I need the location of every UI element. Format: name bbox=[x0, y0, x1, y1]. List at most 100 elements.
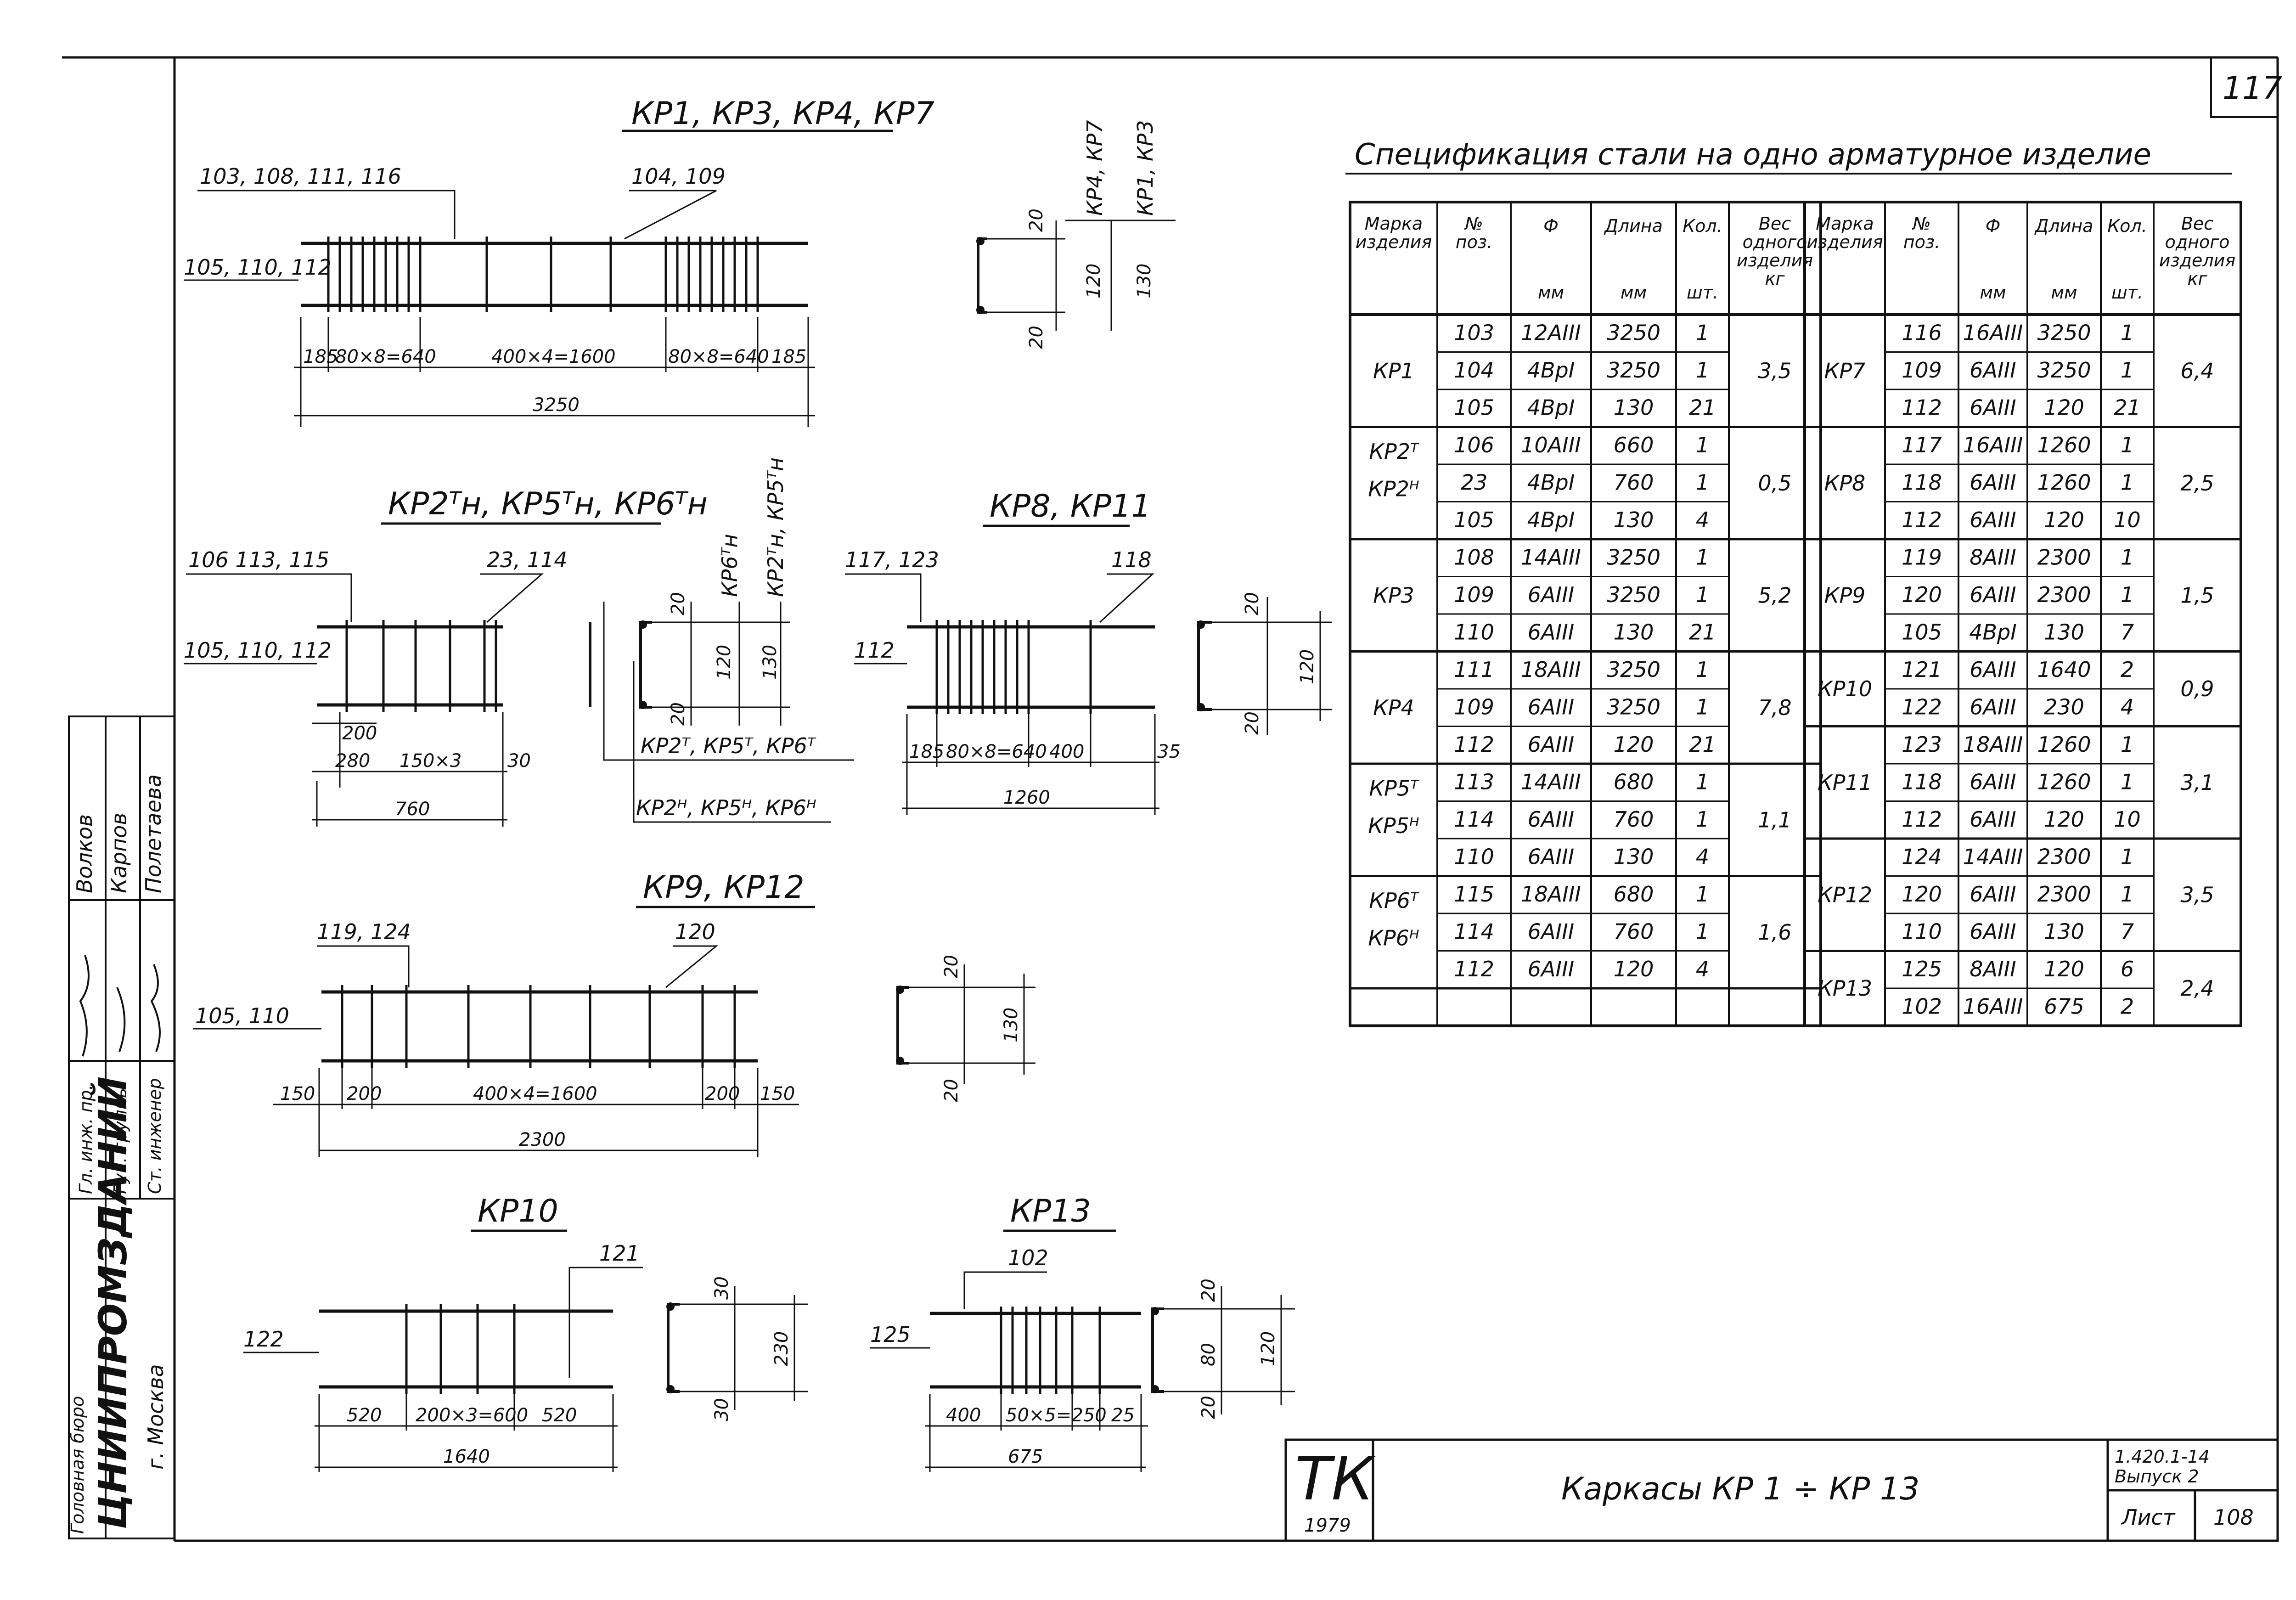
table-cell: 118 bbox=[1902, 769, 1942, 794]
table-cell: 120 bbox=[1902, 882, 1942, 907]
kr13-dim-2: 50×5=250 bbox=[1006, 1405, 1107, 1426]
drawing-kr8: КР8, КР11 117, 123 118 112 185 bbox=[845, 488, 1332, 815]
table-weight: 7,8 bbox=[1758, 695, 1791, 720]
kr13-dim-1: 400 bbox=[946, 1405, 981, 1426]
table-cell: 118 bbox=[1902, 470, 1942, 495]
table-cell: 114 bbox=[1454, 919, 1494, 944]
kr2-title: КР2ᵀн, КР5ᵀн, КР6ᵀн bbox=[388, 486, 708, 522]
kr1-total: 3250 bbox=[533, 394, 580, 416]
header-qty: Кол. bbox=[1683, 216, 1722, 236]
table-cell: 16АIII bbox=[1963, 433, 2023, 457]
table-cell: 18АIII bbox=[1521, 882, 1581, 907]
table-cell: 1 bbox=[1696, 433, 1709, 457]
kr1-sec-dim-1: 20 bbox=[1026, 208, 1047, 232]
table-cell: 16АIII bbox=[1963, 994, 2023, 1019]
table-cell: 1 bbox=[1696, 882, 1709, 907]
kr13-label-top-right: 102 bbox=[1008, 1245, 1048, 1270]
kr8-label-top-left: 117, 123 bbox=[845, 547, 939, 572]
table-cell: 115 bbox=[1454, 882, 1494, 907]
table-weight: 5,2 bbox=[1758, 583, 1791, 608]
table-mark: КР5ᴴ bbox=[1368, 813, 1419, 838]
kr9-sec-dim-2: 130 bbox=[1001, 1008, 1022, 1042]
kr2-dim-3: 150×3 bbox=[400, 750, 461, 772]
table-cell: 123 bbox=[1902, 732, 1942, 757]
kr10-label-top-right: 121 bbox=[599, 1241, 640, 1266]
table-cell: 112 bbox=[1902, 807, 1942, 832]
table-cell: 102 bbox=[1902, 994, 1942, 1019]
table-cell: 1 bbox=[1696, 769, 1709, 794]
table-cell: 130 bbox=[2044, 620, 2084, 644]
stamp-name-3: Полетаева bbox=[141, 774, 166, 893]
table-cell: 114 bbox=[1454, 807, 1494, 832]
kr1-title: КР1, КР3, КР4, КР7 bbox=[631, 96, 934, 132]
stamp-role-3: Ст. инженер bbox=[145, 1078, 165, 1194]
kr13-dim-3: 25 bbox=[1111, 1405, 1135, 1426]
table-mark: КР3 bbox=[1373, 583, 1414, 608]
table-mark: КР8 bbox=[1824, 471, 1866, 496]
table-cell: 113 bbox=[1454, 769, 1494, 794]
table-cell: 10АIII bbox=[1521, 433, 1581, 457]
kr2-label-left: 105, 110, 112 bbox=[184, 638, 332, 663]
table-cell: 1260 bbox=[2037, 470, 2091, 495]
table-weight: 6,4 bbox=[2180, 358, 2214, 383]
table-cell: 1 bbox=[1696, 807, 1709, 832]
table-cell: 4ВрI bbox=[1527, 358, 1575, 383]
header-dia: Ф bbox=[1543, 216, 1559, 236]
kr1-dim-5: 185 bbox=[771, 346, 806, 367]
table-mark: КР2ᴴ bbox=[1368, 476, 1419, 501]
table-cell: 6АIII bbox=[1528, 582, 1574, 607]
kr2-total: 760 bbox=[395, 799, 430, 820]
header-len-unit: мм bbox=[1621, 282, 1647, 303]
table-mark: КР13 bbox=[1818, 976, 1872, 1001]
kr2-sec-label-a: КР6ᵀн bbox=[717, 534, 742, 597]
table-cell: 230 bbox=[2044, 694, 2084, 719]
spec-title: Спецификация стали на одно арматурное из… bbox=[1355, 138, 2151, 172]
table-cell: 112 bbox=[1902, 507, 1942, 532]
table-cell: 124 bbox=[1902, 844, 1942, 869]
kr10-title: КР10 bbox=[478, 1193, 558, 1229]
table-cell: 104 bbox=[1454, 358, 1494, 383]
table-cell: 3250 bbox=[1607, 545, 1660, 569]
table-cell: 675 bbox=[2044, 994, 2084, 1019]
table-cell: 10 bbox=[2114, 807, 2141, 832]
kr1-dim-3: 400×4=1600 bbox=[491, 346, 616, 367]
kr8-dim-2: 80×8=640 bbox=[946, 741, 1047, 762]
table-cell: 16АIII bbox=[1963, 320, 2023, 345]
table-cell: 14АIII bbox=[1963, 844, 2023, 869]
table-cell: 14АIII bbox=[1521, 769, 1581, 794]
table-cell: 1 bbox=[1696, 919, 1709, 944]
table-cell: 116 bbox=[1902, 320, 1942, 345]
table-cell: 4 bbox=[1696, 507, 1709, 532]
header-len: Длина bbox=[2034, 216, 2093, 236]
kr13-title: КР13 bbox=[1010, 1193, 1091, 1229]
header-qty-unit: шт. bbox=[2111, 282, 2143, 303]
header-len: Длина bbox=[1604, 216, 1663, 236]
table-cell: 1 bbox=[1696, 545, 1709, 569]
kr1-sec-label-b: КР1, КР3 bbox=[1133, 120, 1158, 216]
header-mark: изделия bbox=[1806, 232, 1883, 252]
table-cell: 6АIII bbox=[1528, 694, 1574, 719]
table-cell: 121 bbox=[1902, 657, 1942, 682]
table-cell: 6АIII bbox=[1528, 732, 1574, 757]
header-qty-unit: шт. bbox=[1687, 282, 1718, 303]
table-cell: 6АIII bbox=[1970, 694, 2016, 719]
kr8-sec-dim-3: 20 bbox=[1242, 711, 1263, 735]
table-cell: 760 bbox=[1614, 470, 1654, 495]
side-stamp bbox=[68, 715, 175, 1539]
kr8-label-top-right: 118 bbox=[1111, 547, 1152, 572]
kr1-sec-label-a: КР4, КР7 bbox=[1082, 120, 1107, 216]
header-mark: изделия bbox=[1356, 232, 1432, 252]
table-cell: 120 bbox=[1902, 582, 1942, 607]
drawing-kr1: КР1, КР3, КР4, КР7 bbox=[184, 96, 1176, 427]
kr9-dim-3: 400×4=1600 bbox=[473, 1083, 597, 1104]
table-cell: 2 bbox=[2121, 994, 2134, 1019]
drawing-kr2: КР2ᵀн, КР5ᵀн, КР6ᵀн 106 113, 115 23, 114… bbox=[184, 457, 854, 827]
kr13-total: 675 bbox=[1008, 1446, 1043, 1467]
header-pos: поз. bbox=[1903, 232, 1940, 252]
table-cell: 7 bbox=[2121, 620, 2134, 644]
table-cell: 112 bbox=[1454, 957, 1494, 981]
kr2-sec-dim-1: 20 bbox=[668, 592, 689, 615]
header-mark: Марка bbox=[1816, 214, 1874, 234]
table-weight: 0,5 bbox=[1758, 471, 1791, 496]
table-cell: 1640 bbox=[2037, 657, 2091, 682]
